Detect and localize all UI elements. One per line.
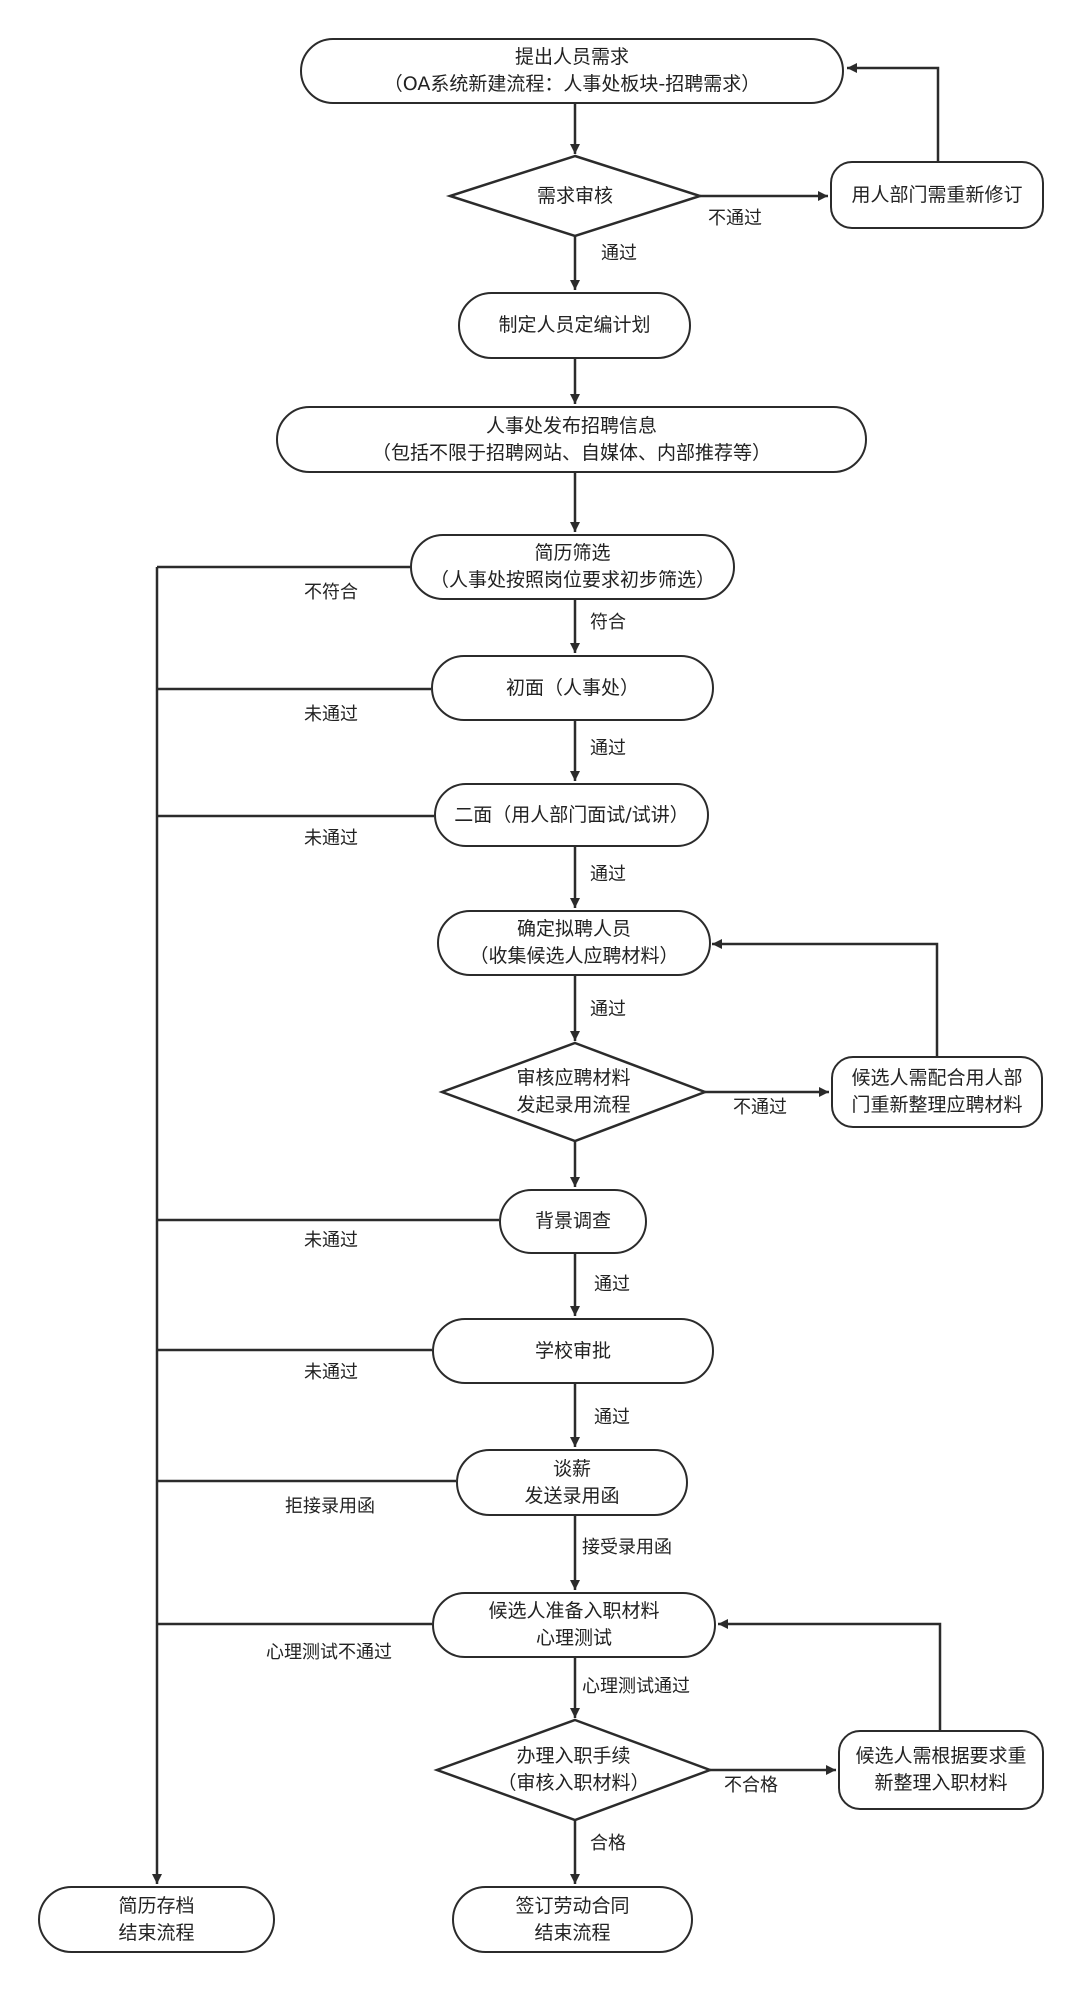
edge-label-second-pass: 通过 bbox=[590, 864, 626, 885]
edge-label-psych-pass: 心理测试通过 bbox=[582, 1676, 690, 1697]
dept-revise-line1: 用人部门需重新修订 bbox=[851, 183, 1023, 206]
candidate-resubmit-node: 候选人需根据要求重 新整理入职材料 bbox=[838, 1730, 1044, 1810]
sign-contract-node: 签订劳动合同 结束流程 bbox=[452, 1886, 693, 1953]
edge-label-school-pass: 通过 bbox=[594, 1407, 630, 1428]
edge-revise-submit bbox=[847, 63, 940, 161]
resume-screen-line1: 简历筛选 bbox=[534, 542, 611, 564]
school-approval-node: 学校审批 bbox=[432, 1318, 714, 1384]
onboarding-process-line1: 办理入职手续 bbox=[516, 1745, 631, 1767]
onboarding-process-line2: （审核入职材料） bbox=[497, 1772, 650, 1794]
background-check-node: 背景调查 bbox=[499, 1189, 647, 1254]
archive-line1: 简历存档 bbox=[118, 1894, 195, 1917]
review-materials-line1: 审核应聘材料 bbox=[516, 1067, 631, 1089]
submit-request-line1: 提出人员需求 bbox=[514, 46, 629, 68]
salary-offer-line2: 发送录用函 bbox=[524, 1484, 620, 1507]
onboarding-process-text: 办理入职手续 （审核入职材料） bbox=[437, 1720, 710, 1820]
submit-request-node: 提出人员需求 （OA系统新建流程：人事处板块-招聘需求） bbox=[300, 38, 844, 104]
first-interview-node: 初面（人事处） bbox=[431, 655, 714, 721]
edge-label-second-fail: 未通过 bbox=[304, 828, 358, 849]
second-interview-node: 二面（用人部门面试/试讲） bbox=[434, 783, 709, 847]
edge-label-resume-reject: 不符合 bbox=[304, 582, 358, 603]
candidate-resubmit-line2: 新整理入职材料 bbox=[874, 1772, 1008, 1794]
archive-node: 简历存档 结束流程 bbox=[38, 1886, 275, 1953]
edge-label-offer-accept: 接受录用函 bbox=[582, 1537, 672, 1558]
edge-label-review-fail: 不通过 bbox=[708, 208, 762, 229]
edge-label-bg-fail: 未通过 bbox=[304, 1230, 358, 1251]
school-approval-line1: 学校审批 bbox=[534, 1339, 611, 1362]
edge-label-first-pass: 通过 bbox=[590, 738, 626, 759]
confirm-hire-line2: （收集候选人应聘材料） bbox=[469, 945, 679, 967]
edge-label-school-fail: 未通过 bbox=[304, 1362, 358, 1383]
publish-info-node: 人事处发布招聘信息 （包括不限于招聘网站、自媒体、内部推荐等） bbox=[276, 406, 867, 473]
second-interview-line1: 二面（用人部门面试/试讲） bbox=[454, 803, 689, 826]
edge-label-resume-match: 符合 bbox=[590, 612, 626, 633]
candidate-reorganize-line1: 候选人需配合用人部 bbox=[851, 1067, 1023, 1089]
edge-label-offer-reject: 拒接录用函 bbox=[285, 1496, 375, 1517]
edge-label-confirm-pass: 通过 bbox=[590, 999, 626, 1020]
edge-label-onboard-fail: 不合格 bbox=[724, 1775, 778, 1796]
publish-info-line1: 人事处发布招聘信息 bbox=[485, 414, 657, 437]
confirm-hire-line1: 确定拟聘人员 bbox=[516, 918, 631, 940]
edge-label-psych-fail: 心理测试不通过 bbox=[266, 1642, 392, 1663]
staffing-plan-line1: 制定人员定编计划 bbox=[498, 314, 651, 336]
edge-label-materials-fail: 不通过 bbox=[733, 1097, 787, 1118]
edge-reorganize-confirm bbox=[712, 939, 939, 1056]
candidate-resubmit-line1: 候选人需根据要求重 bbox=[855, 1745, 1027, 1767]
dept-revise-node: 用人部门需重新修订 bbox=[830, 161, 1044, 229]
first-interview-line1: 初面（人事处） bbox=[505, 676, 639, 699]
onboarding-prep-line1: 候选人准备入职材料 bbox=[488, 1600, 660, 1622]
archive-line2: 结束流程 bbox=[118, 1921, 195, 1944]
edge-label-onboard-pass: 合格 bbox=[590, 1833, 626, 1854]
sign-contract-line1: 签订劳动合同 bbox=[515, 1894, 630, 1917]
resume-screen-node: 简历筛选 （人事处按照岗位要求初步筛选） bbox=[410, 534, 735, 600]
onboarding-prep-node: 候选人准备入职材料 心理测试 bbox=[432, 1592, 716, 1658]
salary-offer-line1: 谈薪 bbox=[552, 1457, 591, 1480]
confirm-hire-node: 确定拟聘人员 （收集候选人应聘材料） bbox=[437, 910, 711, 976]
edge-resubmit-prep bbox=[718, 1619, 942, 1730]
review-request-text: 需求审核 bbox=[450, 156, 700, 236]
edge-label-review-pass: 通过 bbox=[601, 243, 637, 264]
publish-info-line2: （包括不限于招聘网站、自媒体、内部推荐等） bbox=[371, 441, 771, 464]
sign-contract-line2: 结束流程 bbox=[534, 1921, 611, 1944]
candidate-reorganize-node: 候选人需配合用人部 门重新整理应聘材料 bbox=[831, 1056, 1043, 1128]
staffing-plan-node: 制定人员定编计划 bbox=[458, 292, 691, 359]
review-materials-text: 审核应聘材料 发起录用流程 bbox=[442, 1043, 705, 1141]
salary-offer-node: 谈薪 发送录用函 bbox=[456, 1449, 688, 1516]
edge-label-first-fail: 未通过 bbox=[304, 704, 358, 725]
background-check-line1: 背景调查 bbox=[534, 1210, 611, 1232]
resume-screen-line2: （人事处按照岗位要求初步筛选） bbox=[429, 569, 715, 591]
edge-label-bg-pass: 通过 bbox=[594, 1274, 630, 1295]
review-request-line1: 需求审核 bbox=[536, 184, 613, 207]
onboarding-prep-line2: 心理测试 bbox=[535, 1627, 612, 1649]
submit-request-line2: （OA系统新建流程：人事处板块-招聘需求） bbox=[383, 73, 761, 95]
review-materials-line2: 发起录用流程 bbox=[516, 1094, 631, 1116]
candidate-reorganize-line2: 门重新整理应聘材料 bbox=[851, 1094, 1023, 1116]
